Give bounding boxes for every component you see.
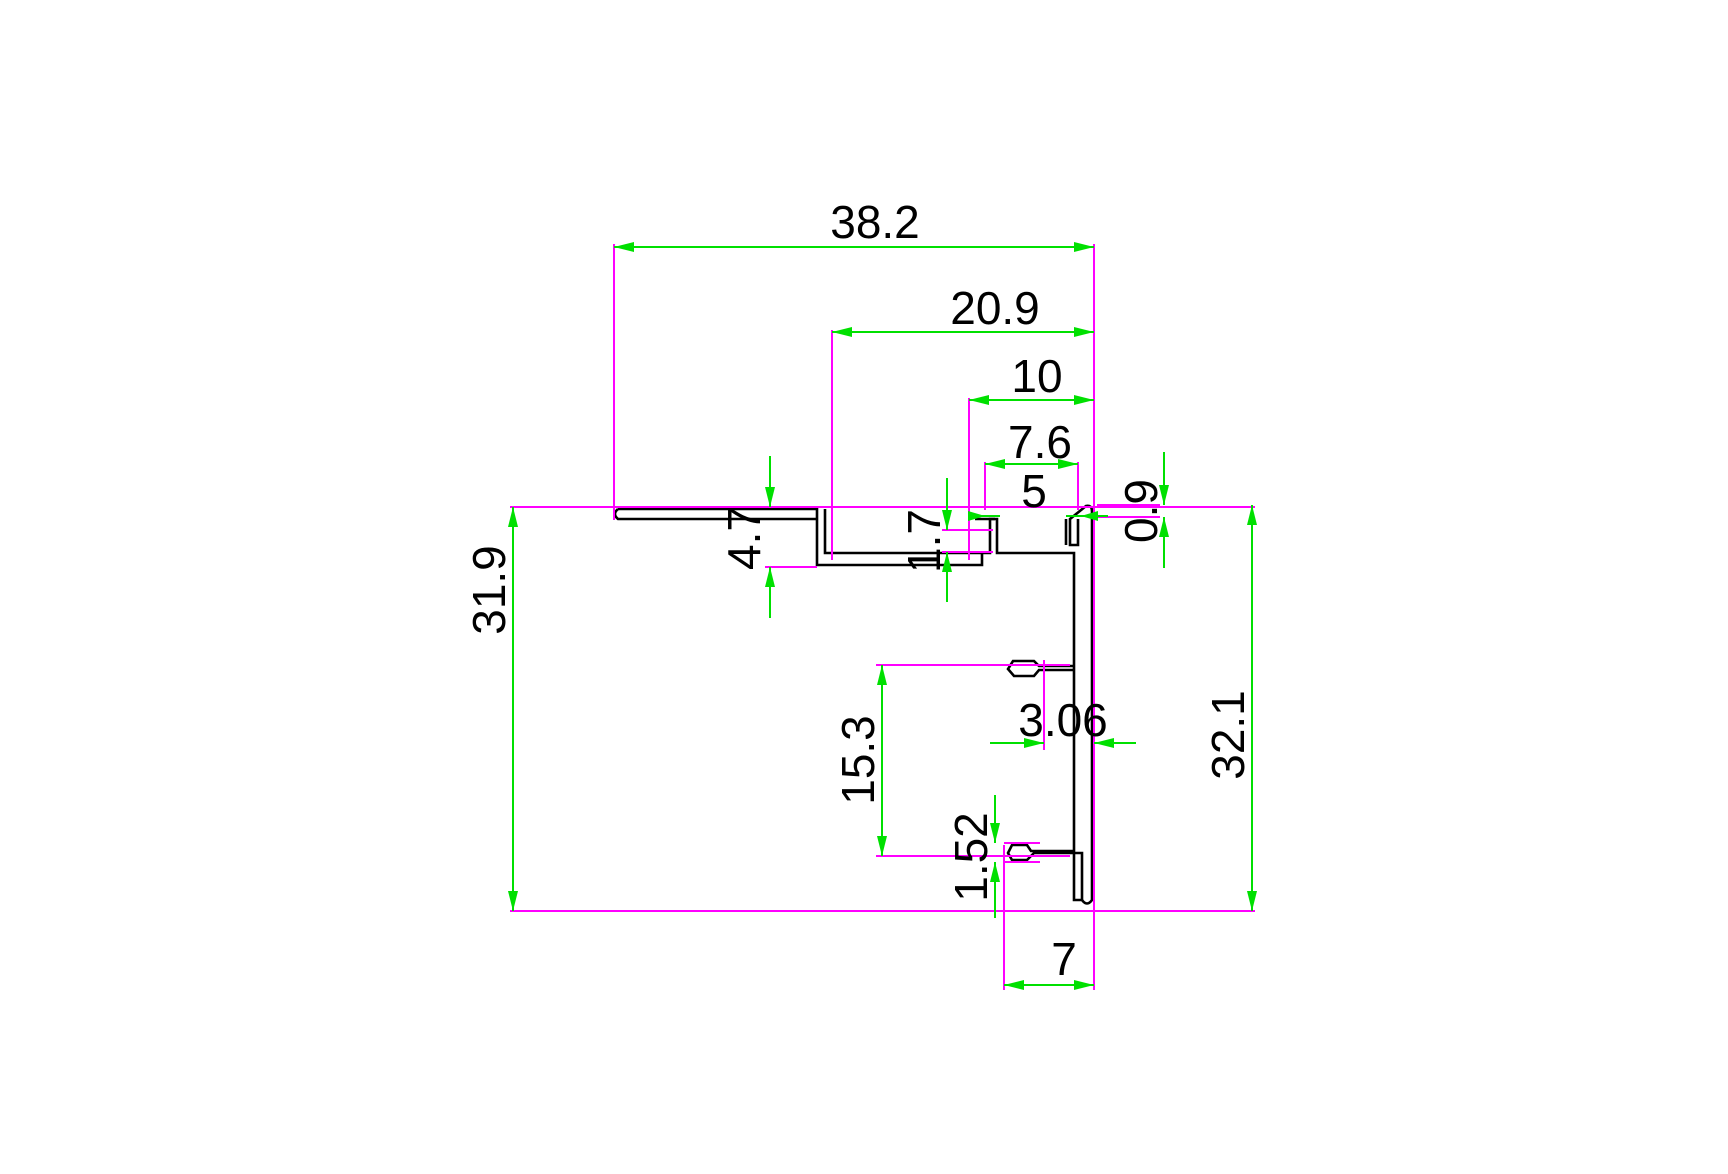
dimension-labels: 38.2 20.9 10 7.6 5 0.9 4.7 1.7 31.9 32.1… xyxy=(463,196,1254,985)
dimension-label-20-9: 20.9 xyxy=(950,282,1040,334)
dimension-label-4-7: 4.7 xyxy=(718,506,770,570)
profile-right-web xyxy=(1068,504,1094,905)
dimension-label-0-9: 0.9 xyxy=(1115,479,1167,543)
profile-top-flange xyxy=(618,507,1084,902)
dimension-label-7: 7 xyxy=(1051,933,1077,985)
dimension-label-1-7: 1.7 xyxy=(898,509,950,573)
dimension-label-32-1: 32.1 xyxy=(1202,690,1254,780)
dimension-label-10: 10 xyxy=(1011,350,1062,402)
dimension-label-1-52: 1.52 xyxy=(945,812,997,902)
profile-small-hook xyxy=(975,517,1068,545)
dimension-label-7-6: 7.6 xyxy=(1008,416,1072,468)
extension-lines xyxy=(510,244,1255,990)
dimension-label-38-2: 38.2 xyxy=(830,196,920,248)
dimension-label-3-06: 3.06 xyxy=(1018,694,1108,746)
dimension-lines xyxy=(508,242,1257,990)
dimension-label-15-3: 15.3 xyxy=(832,715,884,805)
profile-left-lip xyxy=(613,508,982,555)
dimension-label-31-9: 31.9 xyxy=(463,545,515,635)
dimension-label-5: 5 xyxy=(1021,465,1047,517)
